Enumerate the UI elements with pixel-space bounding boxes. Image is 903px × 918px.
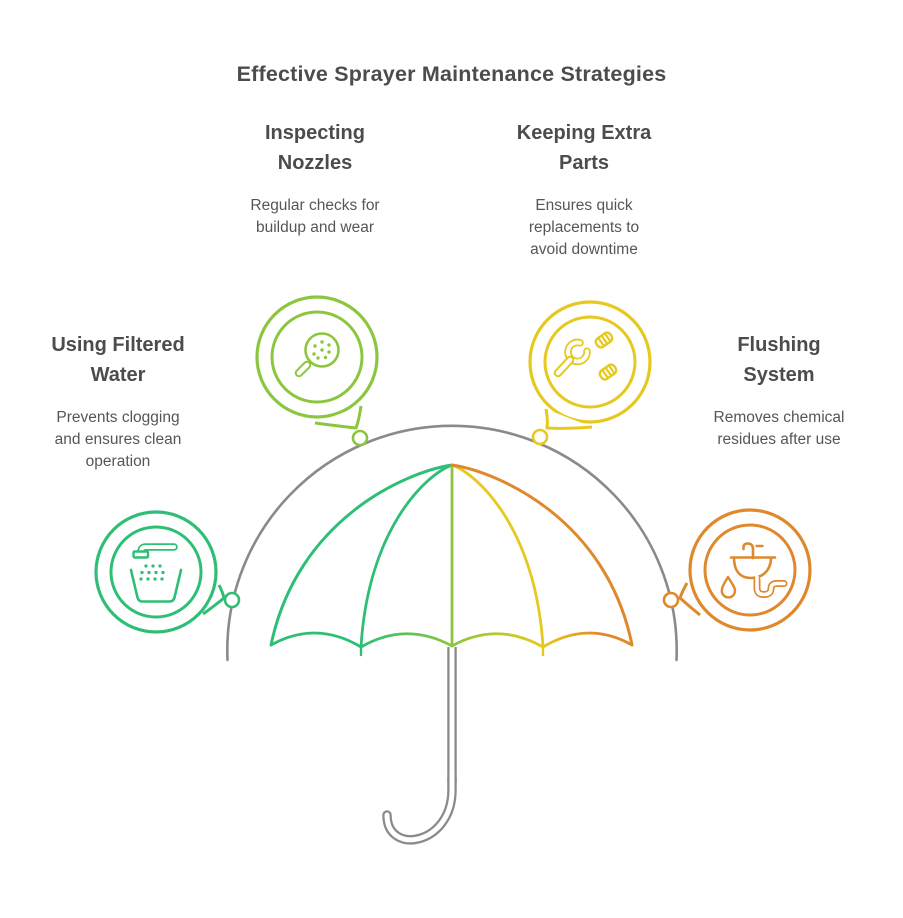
strategy-description: Prevents clogging and ensures clean oper… [54, 409, 182, 470]
connector-dot-flushing-system [662, 591, 680, 609]
strategy-card-using-filtered-water: Using Filtered Water Prevents clogging a… [48, 330, 188, 473]
bubble-using-filtered-water [94, 510, 226, 634]
page-title: Effective Sprayer Maintenance Strategies [236, 62, 667, 86]
strategy-label: Using Filtered Water [51, 334, 185, 386]
umbrella-edge-left [269, 463, 454, 647]
umbrella-scallop-4 [541, 631, 634, 649]
strategy-label: Inspecting Nozzles [264, 122, 365, 174]
bubble-flushing-system [678, 508, 812, 632]
strategy-description: Regular checks for buildup and wear [250, 197, 380, 236]
connector-dot-keeping-extra-parts [531, 428, 549, 446]
bubble-keeping-extra-parts [528, 300, 652, 430]
faucet-cup-icon [129, 543, 183, 603]
umbrella-rib-right [450, 463, 545, 649]
nozzle-magnifier-icon [294, 332, 340, 378]
strategy-description: Ensures quick replacements to avoid down… [528, 197, 640, 258]
bubble-inspecting-nozzles [255, 295, 379, 430]
sink-drain-icon [720, 542, 788, 599]
strategy-label: Keeping Extra Parts [516, 122, 652, 174]
umbrella-graphic [269, 463, 634, 845]
strategy-card-inspecting-nozzles: Inspecting Nozzles Regular checks for bu… [245, 118, 385, 239]
umbrella-edge-right [450, 463, 634, 647]
umbrella-handle [382, 647, 457, 845]
strategy-description: Removes chemical residues after use [713, 409, 845, 448]
umbrella-scallop-2 [359, 632, 454, 649]
strategy-label: Flushing System [737, 334, 821, 386]
connection-arc [226, 424, 678, 662]
connector-dot-inspecting-nozzles [351, 429, 369, 447]
wrench-bolts-icon [553, 331, 618, 381]
bubble-tail [544, 408, 593, 430]
bubble-tail [678, 582, 701, 617]
bubble-tail [314, 405, 363, 430]
strategy-card-flushing-system: Flushing System Removes chemical residue… [709, 330, 849, 451]
strategy-card-keeping-extra-parts: Keeping Extra Parts Ensures quick replac… [514, 118, 654, 261]
umbrella-rib-left [359, 463, 454, 649]
umbrella-scallop-3 [450, 632, 545, 649]
umbrella-scallop-1 [269, 631, 363, 649]
connector-dot-using-filtered-water [223, 591, 241, 609]
